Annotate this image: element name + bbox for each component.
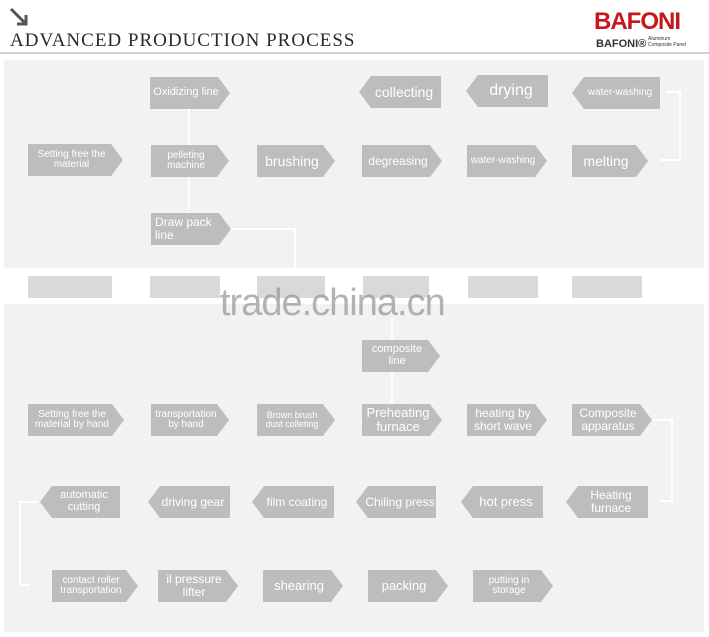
obscured-node <box>150 276 220 298</box>
step-shearing: shearing <box>263 570 343 602</box>
step-draw-pack-line: Draw pack line <box>151 213 231 245</box>
step-automatic-cutting: automatic cutting <box>40 486 120 518</box>
header: ADVANCED PRODUCTION PROCESS BAFONI BAFON… <box>0 0 709 56</box>
step-contact-roller-transportation: contact roller transportation <box>52 570 138 602</box>
obscured-node <box>468 276 538 298</box>
step-chiling-press: Chiling press <box>356 486 436 518</box>
obscured-node <box>28 276 112 298</box>
step-oxidizing-line: Oxidizing line <box>150 77 230 109</box>
step-driving-gear: driving gear <box>148 486 230 518</box>
step-water-washing-1: water-washing <box>467 145 547 177</box>
step-melting: melting <box>572 145 648 177</box>
step-heating-furnace: Heating furnace <box>566 486 648 518</box>
arrow-corner-icon <box>8 6 30 28</box>
header-divider <box>0 52 709 54</box>
step-setting-free-material: Setting free the material <box>28 144 123 176</box>
obscured-node <box>363 276 429 298</box>
step-setting-free-by-hand: Setting free the material by hand <box>28 404 124 436</box>
step-film-coating: film coating <box>252 486 334 518</box>
step-water-washing-2: water-washing <box>572 77 660 109</box>
step-collecting: collecting <box>359 76 441 108</box>
step-brown-brush-dust: Brown brush dust colleting <box>257 404 335 436</box>
obscured-node <box>257 276 325 298</box>
logo-name: BAFONI® <box>596 38 647 50</box>
step-preheating-furnace: Preheating furnace <box>362 404 442 436</box>
step-putting-in-storage: putting in storage <box>473 570 553 602</box>
step-pressure-lifter: il pressure lifter <box>158 570 238 602</box>
step-heating-short-wave: heating by short wave <box>467 404 547 436</box>
step-composite-line: composite line <box>362 340 440 372</box>
step-transportation-by-hand: transportation by hand <box>151 404 229 436</box>
logo-wordmark: BAFONI <box>594 8 681 35</box>
step-pelleting-machine: pelleting machine <box>151 145 229 177</box>
step-drying: drying <box>466 75 548 107</box>
page-title: ADVANCED PRODUCTION PROCESS <box>10 30 356 51</box>
step-degreasing: degreasing <box>362 145 442 177</box>
step-composite-apparatus: Composite apparatus <box>572 404 652 436</box>
step-packing: packing <box>368 570 448 602</box>
watermark: trade.china.cn <box>220 282 446 324</box>
step-brushing: brushing <box>257 145 335 177</box>
step-hot-press: hot press <box>461 486 543 518</box>
obscured-node <box>572 276 642 298</box>
